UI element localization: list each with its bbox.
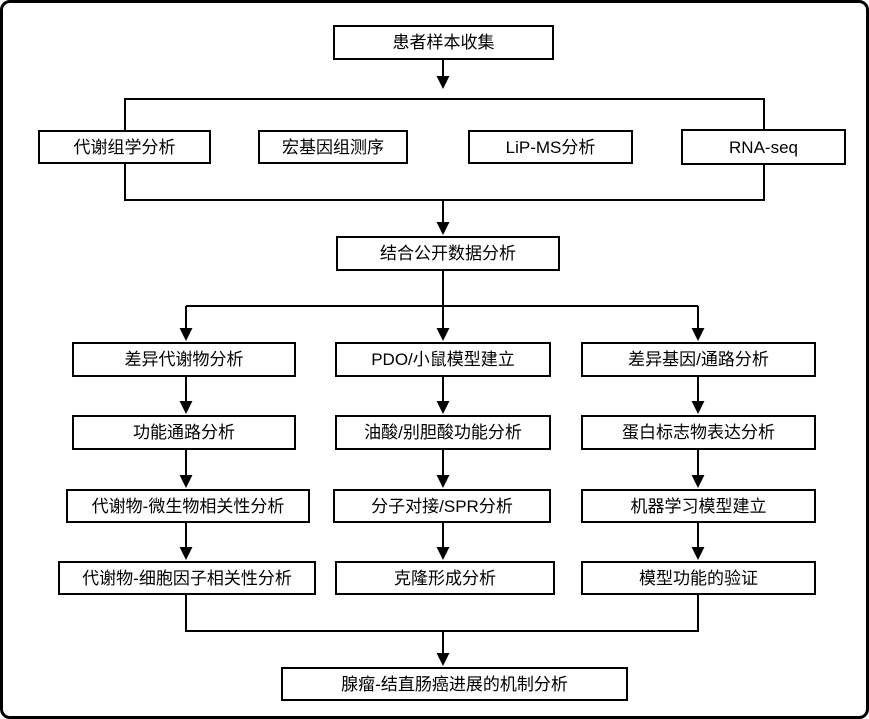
connector-bus1 — [124, 98, 765, 130]
flow-node-model-validation: 模型功能的验证 — [581, 561, 816, 595]
flow-node-metagenomic-sequencing: 宏基因组测序 — [258, 130, 408, 164]
flow-node-docking-spr-analysis: 分子对接/SPR分析 — [333, 489, 551, 523]
flow-node-functional-pathway-analysis: 功能通路分析 — [72, 415, 296, 450]
flow-node-metabolite-cytokine-correlation: 代谢物-细胞因子相关性分析 — [58, 561, 316, 595]
flow-node-lip-ms-analysis: LiP-MS分析 — [468, 130, 633, 164]
flow-node-adenoma-crc-mechanism: 腺瘤-结直肠癌进展的机制分析 — [281, 667, 628, 701]
flow-node-metabolite-microbe-correlation: 代谢物-微生物相关性分析 — [66, 489, 310, 523]
flow-node-metabolomics-analysis: 代谢组学分析 — [38, 130, 211, 164]
flow-node-differential-metabolite-analysis: 差异代谢物分析 — [72, 342, 296, 377]
connector-bus2 — [124, 164, 765, 201]
flow-node-oleic-allocholic-function: 油酸/别胆酸功能分析 — [335, 415, 551, 450]
flowchart-connectors — [124, 60, 765, 666]
flow-node-rna-seq: RNA-seq — [681, 129, 846, 165]
flow-node-patient-sample-collection: 患者样本收集 — [333, 25, 554, 60]
flow-node-differential-gene-pathway-analysis: 差异基因/通路分析 — [581, 342, 816, 377]
flow-node-public-data-integration: 结合公开数据分析 — [336, 236, 560, 271]
connector-bus4 — [185, 595, 699, 632]
flow-node-clone-formation-analysis: 克隆形成分析 — [335, 561, 555, 595]
flow-node-machine-learning-model: 机器学习模型建立 — [581, 489, 816, 523]
flow-node-protein-marker-expression: 蛋白标志物表达分析 — [581, 415, 816, 450]
flow-node-pdo-mouse-model: PDO/小鼠模型建立 — [335, 342, 551, 377]
